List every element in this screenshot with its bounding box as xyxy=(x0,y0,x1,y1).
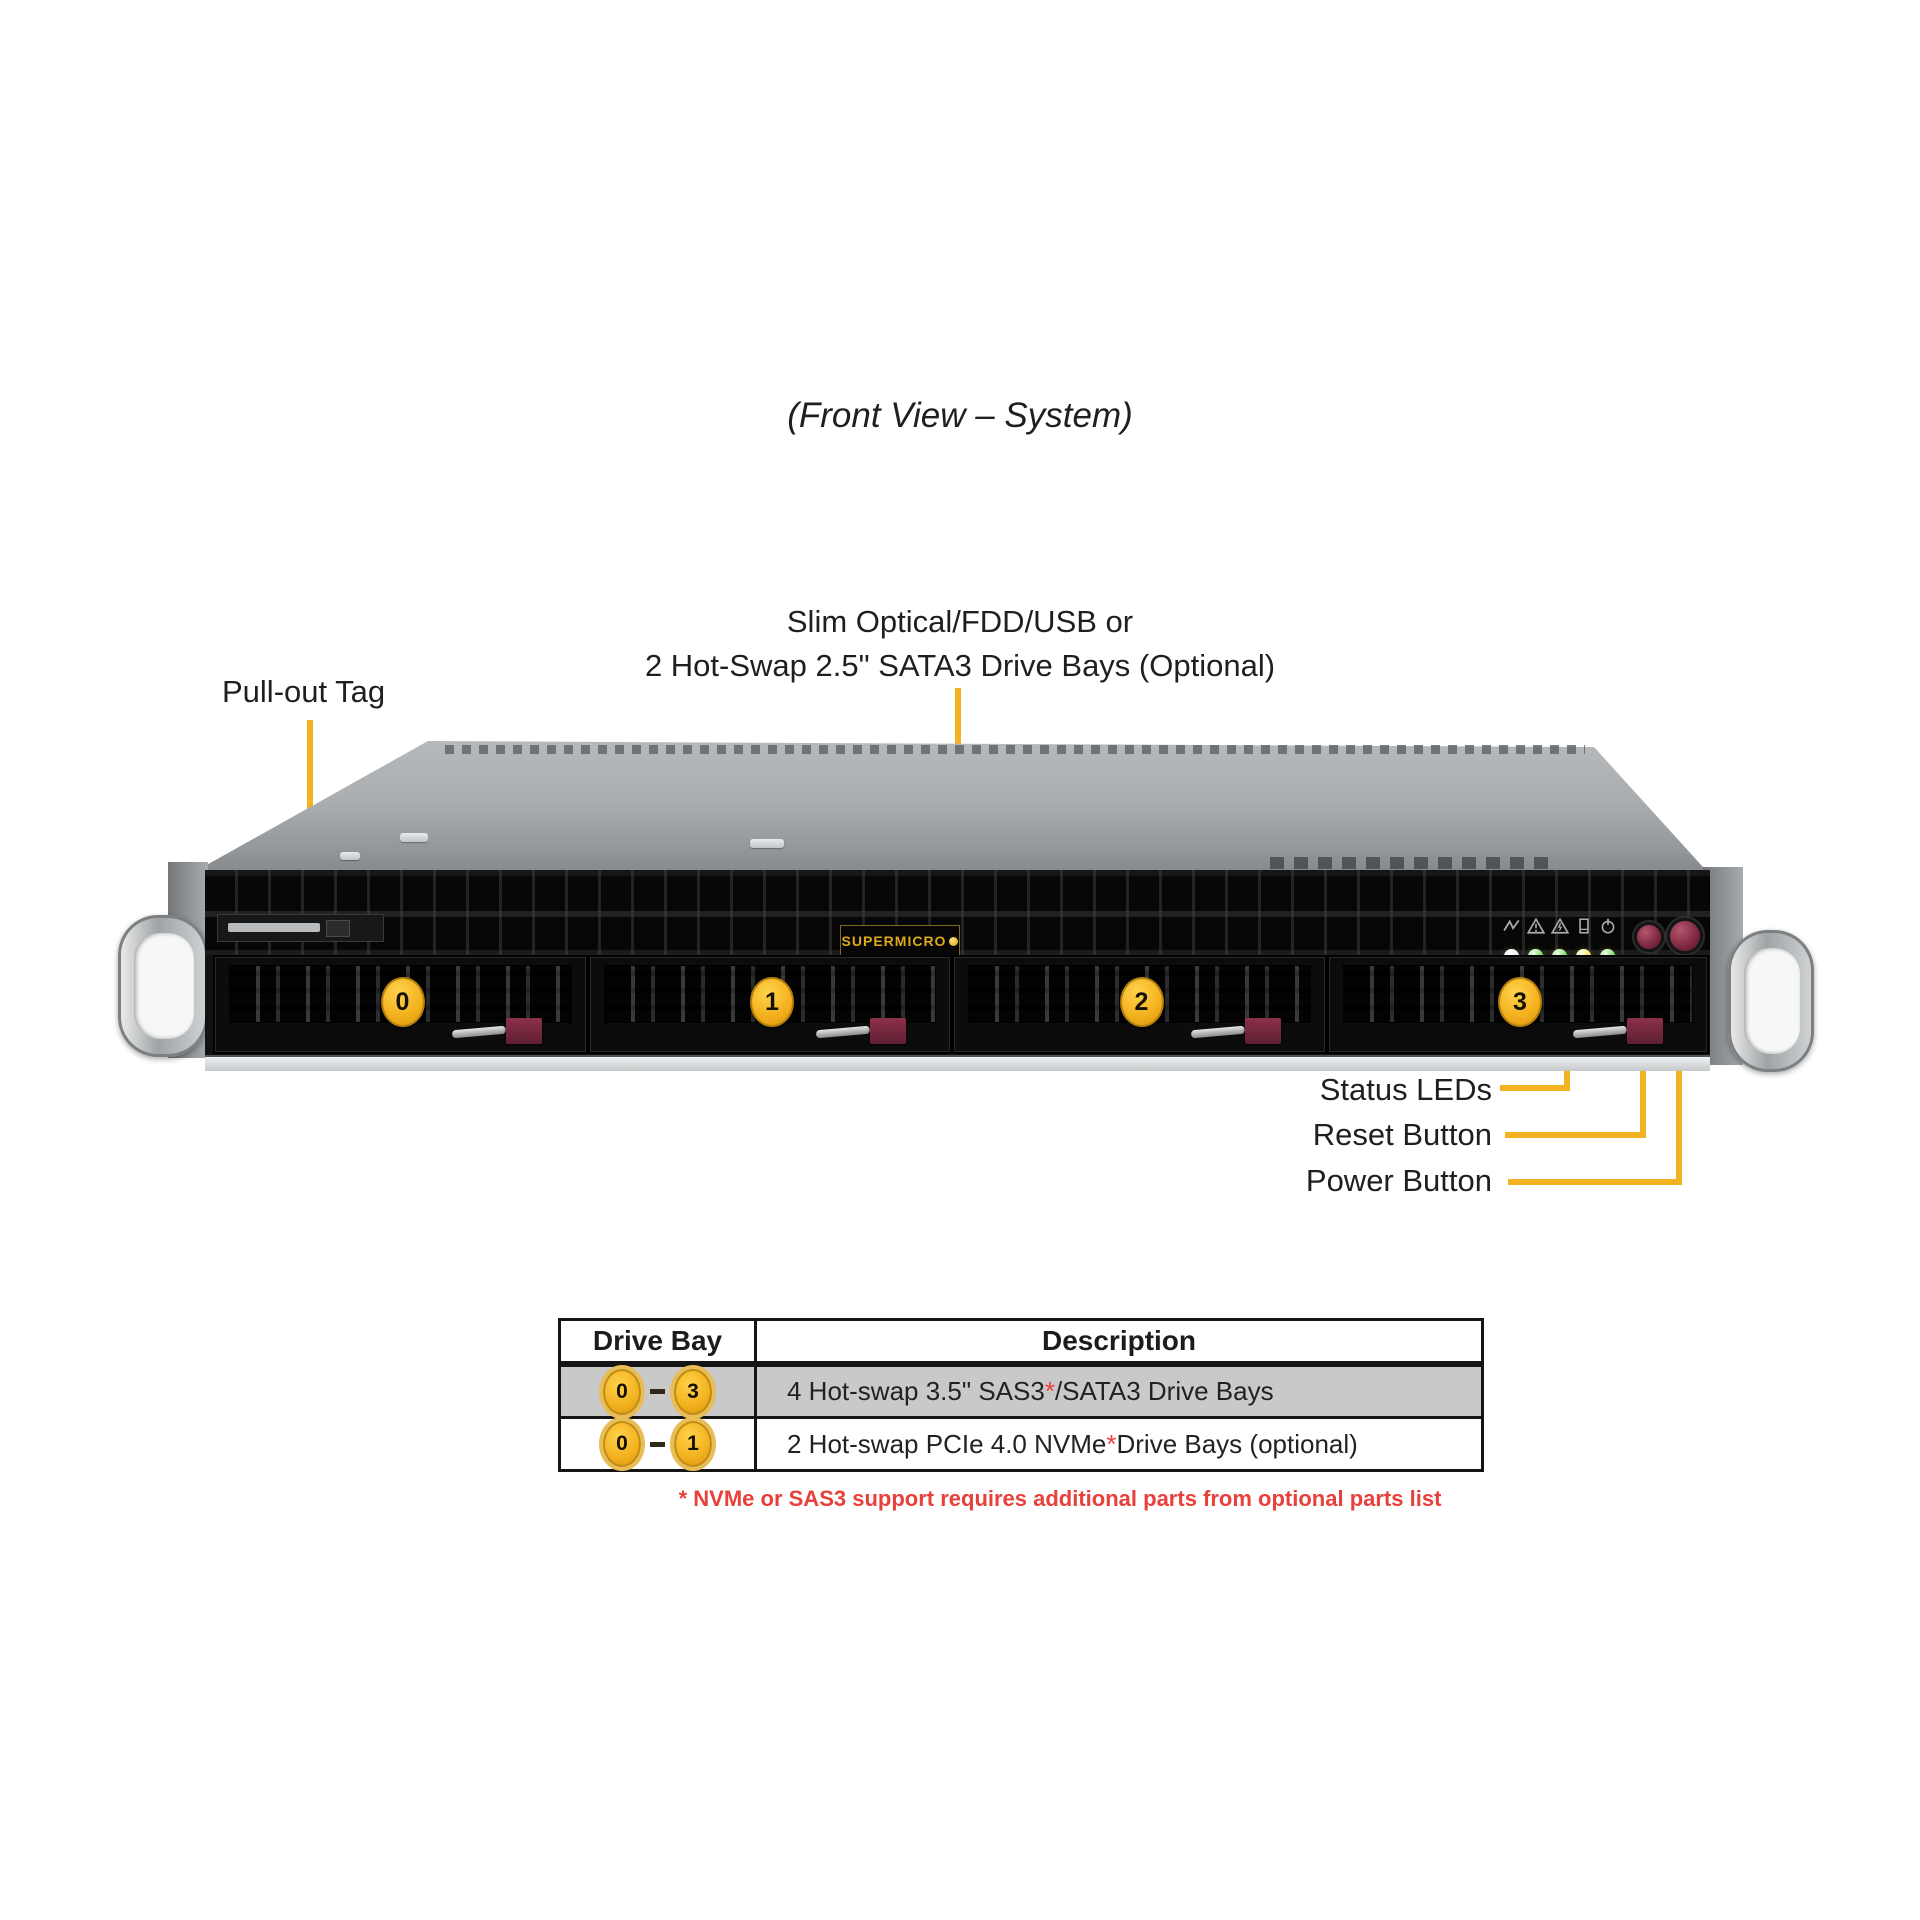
description-text: 2 Hot-swap PCIe 4.0 NVMe xyxy=(787,1428,1107,1459)
bay-range-dash xyxy=(650,1389,665,1394)
drive-tray-3: 3 xyxy=(1327,955,1709,1054)
label-slim-optical-line2: 2 Hot-Swap 2.5" SATA3 Drive Bays (Option… xyxy=(644,648,1276,683)
drive-bay-table: Drive Bay Description 0 3 4 Hot-swap 3.5… xyxy=(558,1318,1484,1472)
bay-badge: 3 xyxy=(674,1368,712,1415)
chassis-base-rail xyxy=(205,1055,1710,1071)
drive-bay-number-badge: 1 xyxy=(750,977,794,1027)
drive-tray-2: 2 xyxy=(952,955,1327,1054)
label-slim-optical: Slim Optical/FDD/USB or 2 Hot-Swap 2.5" … xyxy=(460,600,1460,688)
label-power-button: Power Button xyxy=(1305,1163,1492,1198)
bay-range-dash xyxy=(650,1441,665,1447)
power-led-icon xyxy=(1601,918,1615,934)
lid-detail xyxy=(750,839,784,848)
lid-detail xyxy=(400,833,428,842)
description-text: /SATA3 Drive Bays xyxy=(1054,1376,1274,1406)
left-ear-handle xyxy=(118,915,208,1057)
footnote-asterisk: * xyxy=(1106,1428,1117,1459)
pull-out-tag xyxy=(217,914,384,942)
tray-release-latch xyxy=(506,1018,542,1044)
table-footnote: * NVMe or SAS3 support requires addition… xyxy=(678,1486,1442,1511)
table-header-drive-bay: Drive Bay xyxy=(561,1321,757,1361)
reset-button xyxy=(1634,922,1664,952)
callout-line-status-leds-h xyxy=(1500,1085,1570,1091)
tray-release-latch xyxy=(1627,1018,1663,1044)
supermicro-logo-dot-icon xyxy=(949,936,959,946)
drive-bay-number-badge: 2 xyxy=(1119,977,1164,1027)
table-row: 0 1 2 Hot-swap PCIe 4.0 NVMe* Drive Bays… xyxy=(561,1419,1481,1469)
bay-badge: 0 xyxy=(603,1368,641,1415)
table-row: 0 3 4 Hot-swap 3.5" SAS3*/SATA3 Drive Ba… xyxy=(561,1367,1481,1419)
table-cell-description: 2 Hot-swap PCIe 4.0 NVMe* Drive Bays (op… xyxy=(757,1419,1481,1469)
right-ear-handle xyxy=(1728,930,1814,1072)
right-ear-handle-opening xyxy=(1744,948,1800,1054)
description-text: Drive Bays (optional) xyxy=(1116,1428,1358,1459)
left-ear-handle-opening xyxy=(134,933,194,1039)
supermicro-logo-text: SUPERMICRO xyxy=(841,933,947,949)
server-front-view: SUPERMICRO xyxy=(100,735,1820,1080)
power-button xyxy=(1667,918,1703,954)
callout-line-reset-h xyxy=(1505,1132,1646,1138)
figure-title: (Front View – System) xyxy=(787,396,1133,435)
drive-bay-number-badge: 3 xyxy=(1498,977,1542,1027)
bay-badge: 1 xyxy=(674,1421,712,1467)
tray-release-lever xyxy=(451,1025,507,1039)
description-text: 4 Hot-swap 3.5" SAS3 xyxy=(787,1376,1045,1406)
tray-release-latch xyxy=(870,1018,906,1044)
lid-detail xyxy=(340,852,360,860)
table-cell-bays: 0 3 xyxy=(561,1367,757,1416)
overheat-warning-icon xyxy=(1527,917,1545,934)
lid-front-vents xyxy=(1270,857,1550,869)
tray-release-lever xyxy=(815,1025,871,1039)
footnote-asterisk: * xyxy=(1044,1376,1055,1406)
drive-bay-number-badge: 0 xyxy=(380,977,425,1027)
table-header-row: Drive Bay Description xyxy=(561,1321,1481,1367)
supermicro-logo: SUPERMICRO xyxy=(840,925,960,957)
table-cell-description: 4 Hot-swap 3.5" SAS3*/SATA3 Drive Bays xyxy=(757,1367,1481,1416)
hdd-activity-icon xyxy=(1579,918,1589,934)
chassis-front-face: SUPERMICRO xyxy=(205,870,1710,1055)
label-reset-button: Reset Button xyxy=(1312,1117,1492,1152)
table-header-description: Description xyxy=(1041,1325,1197,1356)
tray-release-lever xyxy=(1572,1025,1628,1039)
callout-line-power-h xyxy=(1508,1179,1682,1185)
nic-activity-icon xyxy=(1503,919,1520,931)
label-slim-optical-line1: Slim Optical/FDD/USB or xyxy=(786,604,1134,639)
table-cell-bays: 0 1 xyxy=(561,1419,757,1469)
tray-release-latch xyxy=(1245,1018,1281,1044)
tray-release-lever xyxy=(1190,1025,1246,1039)
drive-tray-0: 0 xyxy=(213,955,588,1054)
power-failure-warning-icon xyxy=(1551,917,1569,934)
label-pull-out-tag: Pull-out Tag xyxy=(222,674,386,709)
label-status-leds: Status LEDs xyxy=(1319,1072,1492,1107)
drive-tray-1: 1 xyxy=(588,955,952,1054)
bay-badge: 0 xyxy=(603,1421,641,1467)
lid-rear-vents xyxy=(445,745,1585,754)
chassis-lid xyxy=(203,741,1712,885)
